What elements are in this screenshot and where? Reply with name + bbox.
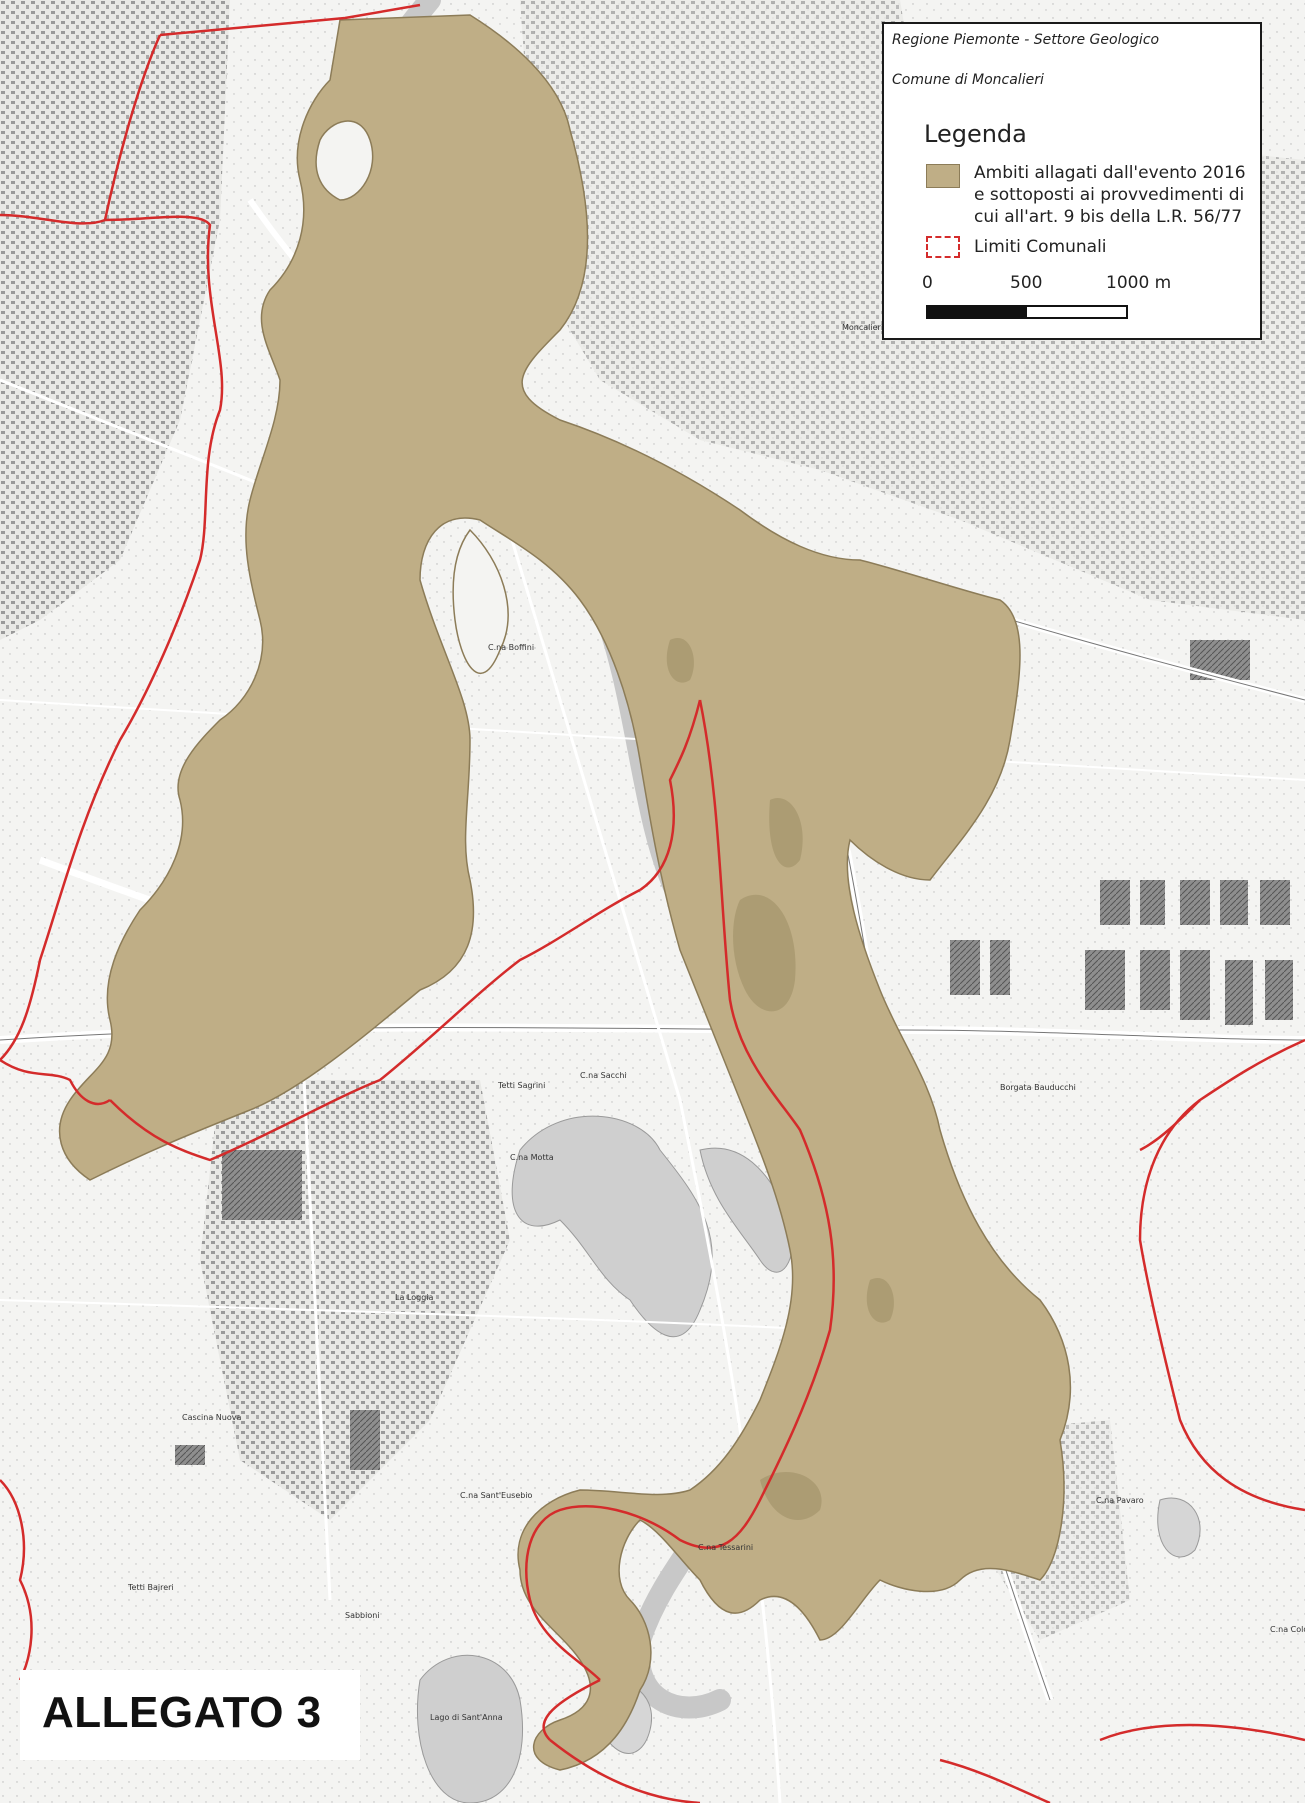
scale-bar bbox=[926, 305, 1128, 319]
place-label-cascina-nuova: Cascina Nuova bbox=[182, 1413, 241, 1422]
place-labels: Moncalieri La Loggia C.na Boffini Tetti … bbox=[127, 323, 1305, 1722]
map-title: ALLEGATO 3 bbox=[42, 1688, 322, 1737]
municipal-boundaries bbox=[0, 3, 1305, 1803]
flood-ponds bbox=[666, 638, 894, 1520]
place-label-santeusebio: C.na Sant'Eusebio bbox=[460, 1491, 533, 1500]
legend-label-flooded-area: Ambiti allagati dall'evento 2016 e sotto… bbox=[974, 163, 1246, 227]
place-label-moncalieri: Moncalieri bbox=[842, 323, 883, 332]
legend-swatch-municipal-boundary bbox=[926, 236, 960, 258]
map-title-panel: ALLEGATO 3 bbox=[20, 1670, 360, 1760]
legend-header-region: Regione Piemonte - Settore Geologico bbox=[892, 32, 1160, 48]
scale-label-500: 500 bbox=[1010, 273, 1043, 293]
scale-label-1000: 1000 m bbox=[1106, 273, 1172, 293]
place-label-la-loggia: La Loggia bbox=[395, 1293, 433, 1302]
legend-title: Legenda bbox=[924, 120, 1027, 148]
scale-label-0: 0 bbox=[922, 273, 933, 293]
place-label-tessarini: C.na Tessarini bbox=[698, 1543, 753, 1552]
place-label-sacchi: C.na Sacchi bbox=[580, 1071, 627, 1080]
flooded-area bbox=[58, 14, 1072, 1771]
place-label-boffini: C.na Boffini bbox=[488, 643, 534, 652]
place-label-tetti-sagrini: Tetti Sagrini bbox=[497, 1081, 545, 1090]
place-label-motta: C.na Motta bbox=[510, 1153, 554, 1162]
legend-label-municipal-boundary: Limiti Comunali bbox=[974, 237, 1107, 257]
legend-header-comune: Comune di Moncalieri bbox=[892, 72, 1044, 88]
place-label-colombaro: C.na Colombaro bbox=[1270, 1625, 1305, 1634]
scale-bar-black-segment bbox=[928, 307, 1027, 317]
legend-swatch-flooded-area bbox=[926, 164, 960, 188]
place-label-pavaro: C.na Pavaro bbox=[1096, 1496, 1144, 1505]
legend-box: Regione Piemonte - Settore Geologico Com… bbox=[882, 22, 1262, 340]
place-label-bauducchi: Borgata Bauducchi bbox=[1000, 1083, 1076, 1092]
place-label-tetti-bajreri: Tetti Bajreri bbox=[127, 1583, 174, 1592]
place-label-lago-santanna: Lago di Sant'Anna bbox=[430, 1713, 503, 1722]
place-label-sabbioni: Sabbioni bbox=[345, 1611, 380, 1620]
